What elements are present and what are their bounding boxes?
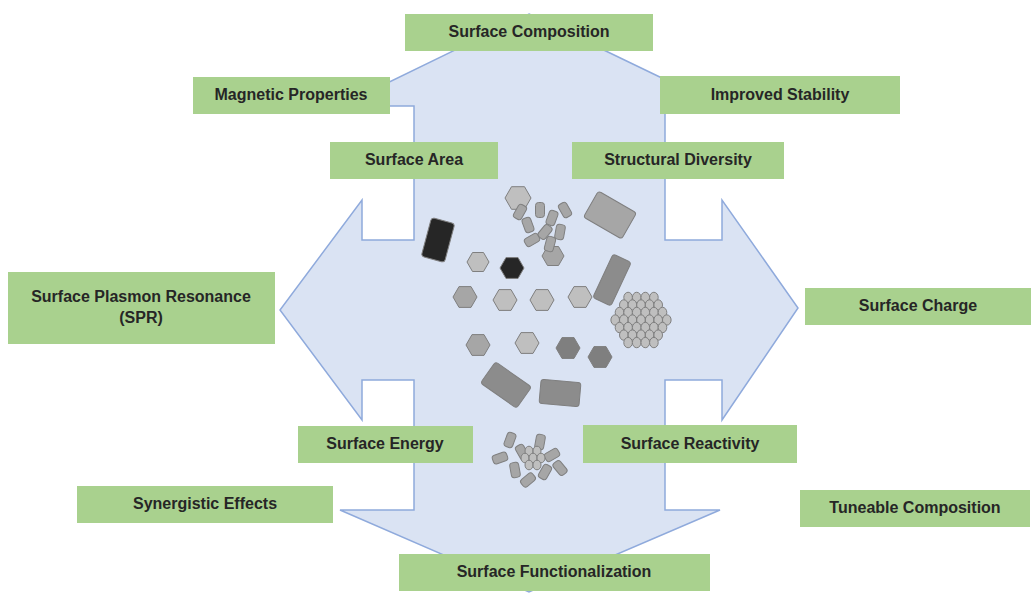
box-content: Structural Diversity	[604, 150, 752, 171]
property-box: Surface Functionalization	[399, 554, 710, 591]
property-label: Surface Functionalization	[457, 562, 652, 583]
box-content: Magnetic Properties	[215, 85, 368, 106]
property-label: Improved Stability	[711, 85, 850, 106]
hexagon-particle	[588, 347, 612, 368]
rod-particle	[536, 203, 545, 218]
box-content: Surface Functionalization	[457, 562, 652, 583]
rod-particle	[519, 472, 536, 489]
property-box: Structural Diversity	[572, 142, 784, 179]
property-label: Tuneable Composition	[829, 498, 1000, 519]
hexagon-particle	[515, 333, 539, 354]
sphere-particle	[650, 337, 659, 347]
rod-particle	[503, 431, 517, 448]
sphere-particle	[525, 460, 533, 470]
rod-particle	[481, 362, 532, 409]
property-label: Structural Diversity	[604, 150, 752, 171]
box-content: Surface Reactivity	[621, 434, 760, 455]
rod-particle	[421, 218, 455, 263]
box-content: Surface Energy	[326, 434, 443, 455]
hexagon-particle	[556, 338, 580, 359]
hexagon-particle	[530, 290, 554, 311]
sphere-particle	[624, 337, 633, 347]
rod-particle	[521, 216, 535, 233]
property-box: Surface Composition	[405, 14, 653, 51]
hexagon-particle	[493, 290, 517, 311]
property-box: Surface Area	[330, 142, 498, 179]
sphere-particle	[632, 337, 641, 347]
property-label: Surface Plasmon Resonance (SPR)	[16, 287, 267, 329]
box-content: Surface Charge	[859, 296, 977, 317]
rod-particle	[554, 224, 565, 240]
property-box: Surface Charge	[805, 288, 1031, 325]
property-box: Surface Energy	[298, 426, 473, 463]
hexagon-particle	[467, 253, 489, 272]
hexagon-particle	[453, 287, 477, 308]
property-box: Surface Plasmon Resonance (SPR)	[8, 272, 275, 344]
box-content: Surface Plasmon Resonance (SPR)	[16, 287, 267, 329]
rod-particle	[544, 236, 557, 253]
property-label: Magnetic Properties	[215, 85, 368, 106]
property-box: Tuneable Composition	[800, 490, 1030, 527]
property-label: Surface Area	[365, 150, 463, 171]
hexagon-particle	[568, 287, 592, 308]
hexagon-particle	[500, 258, 524, 279]
box-content: Surface Composition	[449, 22, 610, 43]
box-content: Synergistic Effects	[133, 494, 277, 515]
rod-particle	[557, 201, 572, 218]
property-label: Surface Energy	[326, 434, 443, 455]
rod-particle	[552, 459, 569, 476]
sphere-particle	[533, 460, 541, 470]
rod-particle	[509, 462, 520, 478]
box-content: Improved Stability	[711, 85, 850, 106]
hexagon-particle	[466, 335, 490, 356]
property-box: Magnetic Properties	[193, 77, 390, 114]
property-box: Synergistic Effects	[77, 486, 333, 523]
rod-particle	[539, 379, 581, 406]
rod-particle	[583, 191, 636, 239]
property-box: Improved Stability	[660, 76, 900, 114]
property-label: Surface Reactivity	[621, 434, 760, 455]
rod-particle	[523, 232, 540, 247]
property-label: Synergistic Effects	[133, 494, 277, 515]
property-label: Surface Composition	[449, 22, 610, 43]
box-content: Surface Area	[365, 150, 463, 171]
box-content: Tuneable Composition	[829, 498, 1000, 519]
property-label: Surface Charge	[859, 296, 977, 317]
sphere-particle	[641, 337, 650, 347]
property-box: Surface Reactivity	[583, 425, 797, 463]
rod-particle	[491, 451, 508, 465]
rod-particle	[512, 203, 527, 220]
